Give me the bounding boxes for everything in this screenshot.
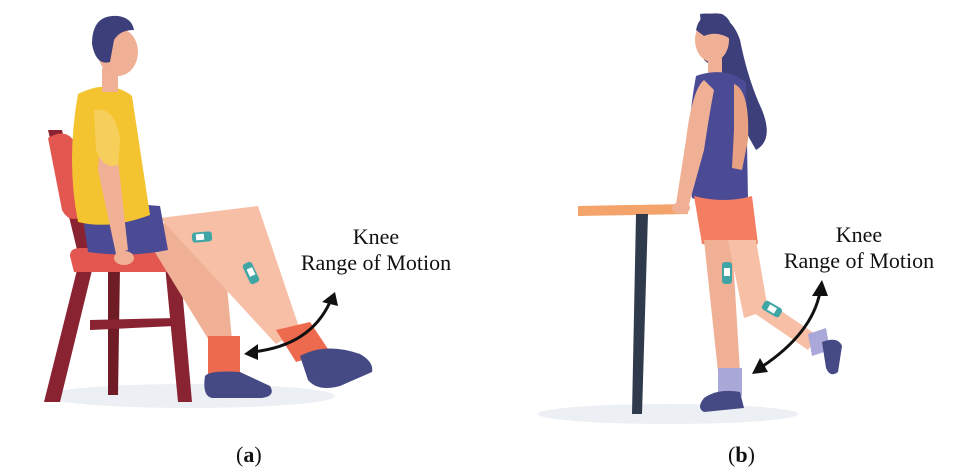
caption-a-letter: a — [243, 442, 254, 467]
caption-b: (b) — [728, 442, 755, 468]
knee-label-line1-a: Knee — [286, 224, 466, 250]
floor-shadow-b — [538, 404, 798, 424]
panel-a: Knee Range of Motion (a) — [0, 0, 478, 472]
knee-label-line1-b: Knee — [764, 222, 954, 248]
knee-label-line2-b: Range of Motion — [764, 248, 954, 274]
panel-b: Knee Range of Motion (b) — [478, 0, 957, 472]
knee-label-line2-a: Range of Motion — [286, 250, 466, 276]
caption-a: (a) — [236, 442, 262, 468]
caption-b-letter: b — [735, 442, 747, 467]
table — [578, 204, 688, 414]
sensor-thigh-b — [722, 262, 732, 284]
sensor-thigh — [192, 231, 213, 243]
knee-rom-label-b: Knee Range of Motion — [764, 222, 954, 274]
standing-person — [672, 13, 842, 412]
caption-b-close: ) — [748, 442, 755, 467]
knee-rom-label-a: Knee Range of Motion — [286, 224, 466, 276]
caption-a-close: ) — [254, 442, 261, 467]
